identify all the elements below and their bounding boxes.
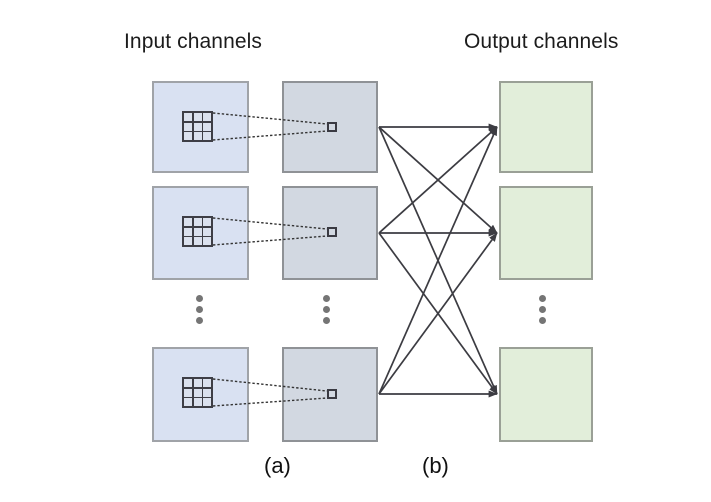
ellipsis-dot: [195, 295, 203, 302]
kernel-cell: [203, 379, 211, 387]
output-unit-square-3: [327, 389, 337, 399]
arrow-1-to-2: [378, 126, 498, 234]
ellipsis-dot: [538, 306, 546, 313]
caption-a: (a): [264, 453, 291, 478]
ellipsis-dot: [322, 306, 330, 313]
ellipsis-dot: [322, 317, 330, 324]
input-channel-panel-1: [152, 81, 249, 173]
kernel-cell: [193, 379, 202, 387]
output-channel-panel-1: [499, 81, 593, 173]
output-column-ellipsis-icon: [535, 295, 549, 324]
kernel-cell: [203, 398, 211, 406]
input-column-ellipsis-icon: [192, 295, 206, 324]
kernel-cell: [203, 388, 211, 397]
kernel-cell: [184, 122, 192, 131]
kernel-cell: [203, 218, 211, 226]
kernel-cell: [193, 122, 202, 131]
caption-b: (b): [422, 453, 449, 478]
kernel-cell: [193, 398, 202, 406]
receptive-field-kernel-2: [182, 216, 213, 247]
receptive-field-kernel-3: [182, 377, 213, 408]
kernel-cell: [184, 132, 192, 140]
ellipsis-dot: [195, 317, 203, 324]
kernel-cell: [193, 237, 202, 245]
kernel-cell: [184, 379, 192, 387]
ellipsis-dot: [538, 317, 546, 324]
kernel-cell: [193, 227, 202, 236]
kernel-cell: [193, 113, 202, 121]
output-channel-panel-2: [499, 186, 593, 280]
kernel-cell: [193, 388, 202, 397]
kernel-cell: [193, 132, 202, 140]
output-unit-square-1: [327, 122, 337, 132]
arrow-2-to-1: [378, 126, 498, 234]
output-channels-label: Output channels: [464, 30, 619, 53]
arrow-1-to-3: [378, 126, 498, 395]
input-channels-label: Input channels: [124, 30, 263, 53]
ellipsis-dot: [538, 295, 546, 302]
arrow-3-to-2: [378, 232, 498, 395]
arrow-2-to-3: [378, 232, 498, 395]
arrow-3-to-1: [378, 126, 498, 395]
kernel-cell: [184, 237, 192, 245]
kernel-cell: [203, 122, 211, 131]
output-unit-square-2: [327, 227, 337, 237]
ellipsis-dot: [195, 306, 203, 313]
kernel-cell: [184, 398, 192, 406]
kernel-cell: [184, 227, 192, 236]
output-channel-panel-3: [499, 347, 593, 442]
kernel-cell: [184, 218, 192, 226]
receptive-field-kernel-1: [182, 111, 213, 142]
kernel-cell: [184, 388, 192, 397]
kernel-cell: [203, 113, 211, 121]
fully-connected-arrows: [378, 123, 498, 398]
kernel-cell: [193, 218, 202, 226]
ellipsis-dot: [322, 295, 330, 302]
feature-column-ellipsis-icon: [319, 295, 333, 324]
kernel-cell: [203, 227, 211, 236]
kernel-cell: [203, 132, 211, 140]
kernel-cell: [203, 237, 211, 245]
kernel-cell: [184, 113, 192, 121]
